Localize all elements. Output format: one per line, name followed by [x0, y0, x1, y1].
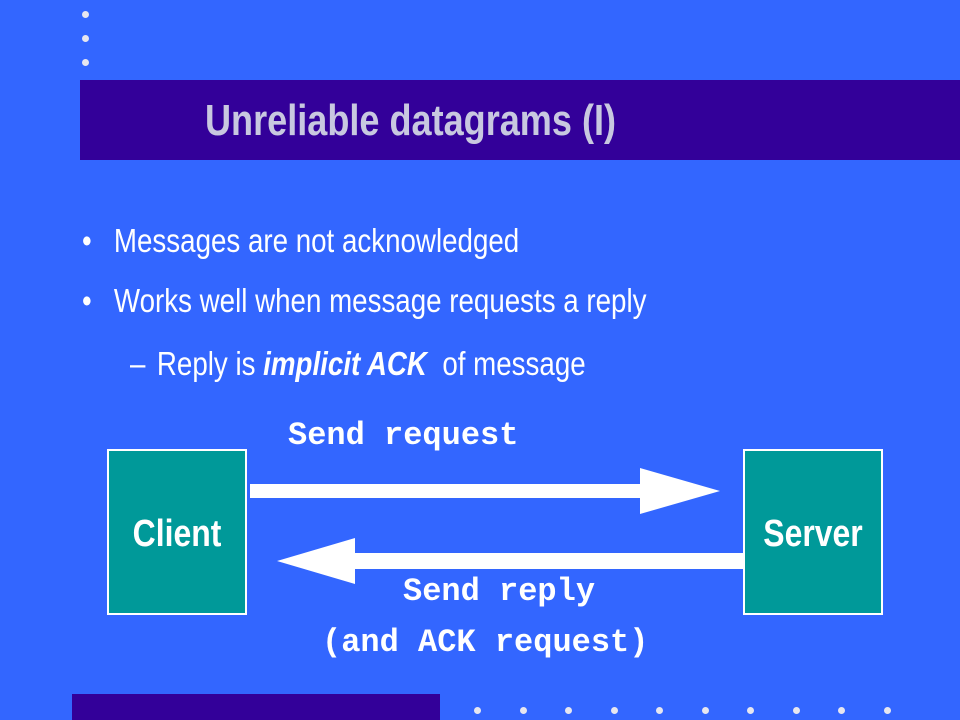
decor-dot	[474, 707, 481, 714]
client-box: Client	[107, 449, 247, 615]
decor-dot	[565, 707, 572, 714]
server-box: Server	[743, 449, 883, 615]
ack-request-label: (and ACK request)	[322, 624, 649, 661]
bullet-item: • Messages are not acknowledged	[82, 222, 519, 260]
slide-title: Unreliable datagrams (I)	[205, 96, 617, 145]
footer-bar	[72, 694, 440, 720]
decor-dot	[82, 59, 89, 66]
sub-bullet-item: –Reply is implicit ACK of message	[130, 345, 586, 383]
bullet-marker: •	[82, 282, 92, 319]
decor-dot	[884, 707, 891, 714]
request-arrow	[250, 468, 720, 514]
sub-bullet-prefix: Reply is	[156, 345, 264, 382]
decor-dot	[793, 707, 800, 714]
dash-marker: –	[130, 345, 146, 382]
decor-dot	[82, 11, 89, 18]
bullet-text: Works well when message requests a reply	[113, 282, 647, 319]
bullet-text: Messages are not acknowledged	[113, 222, 520, 259]
reply-arrow	[277, 538, 743, 584]
decor-dot	[82, 35, 89, 42]
bullet-marker: •	[82, 222, 92, 259]
decor-dot	[656, 707, 663, 714]
decor-dot	[838, 707, 845, 714]
sub-bullet-suffix: of message	[426, 345, 586, 382]
decor-dot	[747, 707, 754, 714]
decor-dot	[611, 707, 618, 714]
title-bar	[80, 80, 960, 160]
send-request-label: Send request	[288, 417, 519, 454]
decor-dot	[702, 707, 709, 714]
send-reply-label: Send reply	[403, 573, 596, 610]
decor-dot	[520, 707, 527, 714]
sub-bullet-emphasis: implicit ACK	[263, 345, 427, 382]
server-label: Server	[763, 513, 863, 555]
client-label: Client	[132, 513, 222, 555]
bullet-item: • Works well when message requests a repl…	[82, 282, 646, 320]
